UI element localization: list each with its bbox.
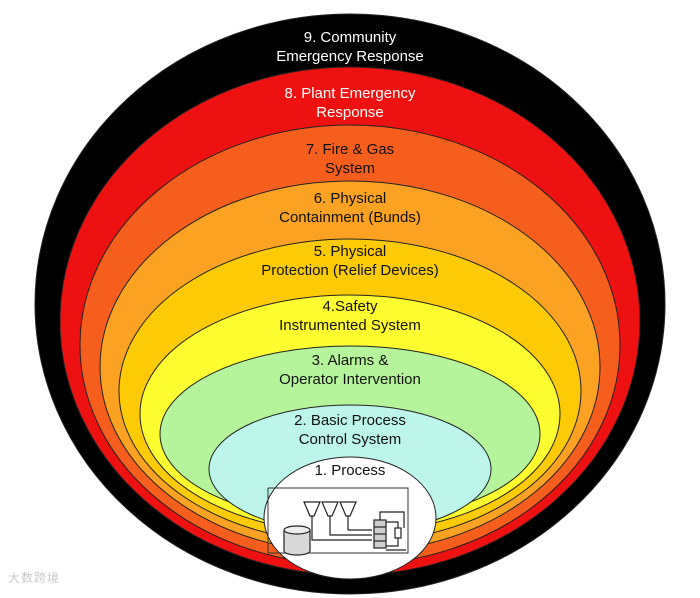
layer-7-line-1: 7. Fire & Gas	[305, 141, 395, 158]
layer-6-line-2: Containment (Bunds)	[279, 209, 421, 226]
layer-5-line-1: 5. Physical	[313, 243, 387, 260]
layer-9-label: 9. Community Emergency Response	[0, 28, 700, 66]
layer-5-label: 5. Physical Protection (Relief Devices)	[0, 242, 700, 280]
layer-4-line-1: 4.Safety	[322, 298, 378, 315]
layer-6-label: 6. Physical Containment (Bunds)	[0, 189, 700, 227]
layer-6-line-1: 6. Physical	[313, 190, 387, 207]
layer-8-line-1: 8. Plant Emergency	[284, 85, 416, 102]
layer-8-line-2: Response	[316, 104, 384, 121]
layer-5-line-2: Protection (Relief Devices)	[261, 262, 439, 279]
watermark: 大数跨境	[8, 571, 61, 585]
layer-2-line-1: 2. Basic Process	[294, 412, 406, 429]
layer-4-label: 4.Safety Instrumented System	[0, 297, 700, 335]
layer-1-line-1: 1. Process	[314, 462, 386, 479]
layer-7-line-2: System	[324, 160, 375, 177]
process-plant-schematic-icon	[267, 487, 409, 556]
layer-8-label: 8. Plant Emergency Response	[0, 84, 700, 122]
layer-3-label: 3. Alarms & Operator Intervention	[0, 351, 700, 389]
layer-3-line-2: Operator Intervention	[279, 371, 421, 388]
layer-3-line-1: 3. Alarms &	[311, 352, 389, 369]
layer-1-label: 1. Process	[0, 461, 700, 480]
layer-7-label: 7. Fire & Gas System	[0, 140, 700, 178]
layer-2-line-2: Control System	[298, 431, 402, 448]
layer-4-line-2: Instrumented System	[279, 317, 421, 334]
layer-9-line-1: 9. Community	[303, 29, 397, 46]
layer-2-label: 2. Basic Process Control System	[0, 411, 700, 449]
layer-9-line-2: Emergency Response	[276, 48, 424, 65]
